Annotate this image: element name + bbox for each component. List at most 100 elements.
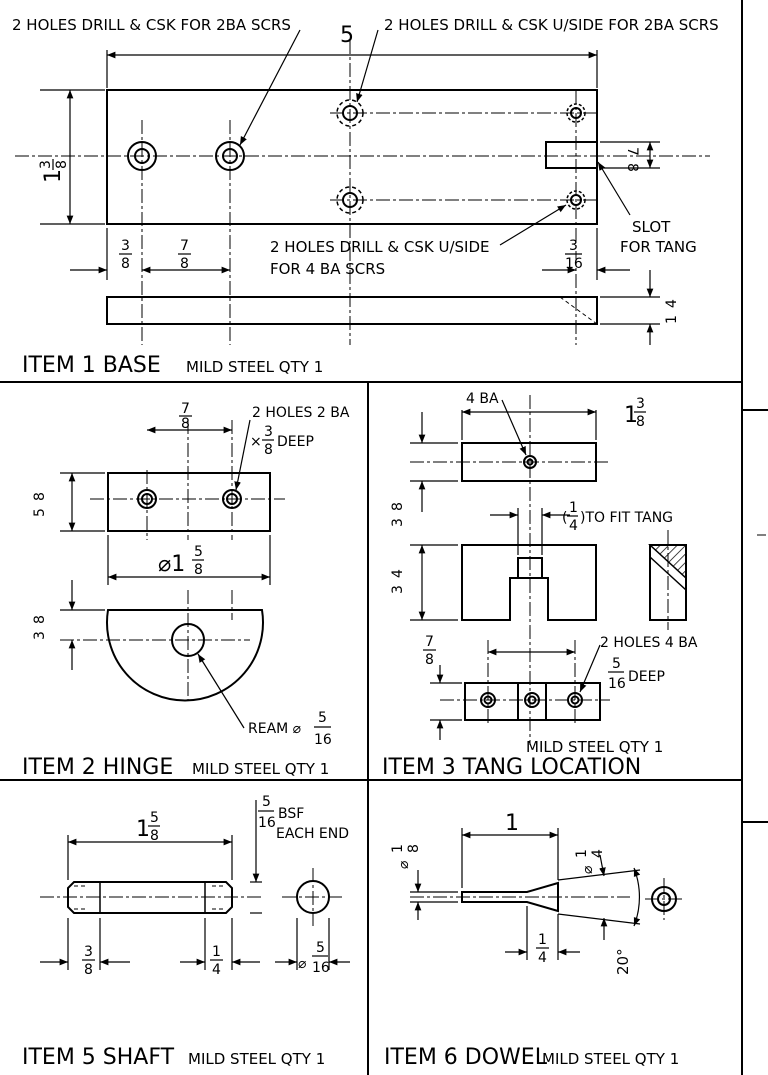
svg-text:5: 5 <box>318 710 327 726</box>
dim-length-1: 1 <box>505 811 519 836</box>
item3-title: ITEM 3 TANG LOCATION <box>382 755 641 780</box>
svg-text:⌀: ⌀ <box>298 956 307 972</box>
svg-text:8: 8 <box>180 256 189 272</box>
svg-text:3: 3 <box>390 585 406 594</box>
note-bsf: BSF <box>278 806 304 822</box>
svg-text:8: 8 <box>425 652 434 668</box>
svg-text:8: 8 <box>84 962 93 978</box>
svg-text:5: 5 <box>32 508 48 517</box>
item3-tang-location: 4 BA 1 3 8 3 8 ( 1 4 )TO FIT TANG 3 4 7 … <box>382 391 698 780</box>
dim-deep-3-8: 3 8 <box>262 424 274 458</box>
svg-text:1: 1 <box>212 944 221 960</box>
svg-text:3: 3 <box>636 396 645 412</box>
dim-deep-5-16: 5 16 <box>608 656 626 692</box>
note-deep: DEEP <box>628 669 665 685</box>
svg-text:1: 1 <box>624 403 638 428</box>
note-fit-tang: )TO FIT TANG <box>580 510 673 526</box>
item5-spec: MILD STEEL QTY 1 <box>188 1050 325 1068</box>
dim-diameter-1-8: ⌀ 1 8 <box>390 844 422 869</box>
item2-title: ITEM 2 HINGE <box>22 755 173 780</box>
svg-text:8: 8 <box>406 844 422 853</box>
svg-text:4: 4 <box>664 299 680 308</box>
svg-text:8: 8 <box>194 562 203 578</box>
svg-text:7: 7 <box>181 401 190 417</box>
svg-text:⌀: ⌀ <box>580 865 596 874</box>
dim-pitch-7-8: 7 8 <box>179 401 192 432</box>
svg-text:⌀: ⌀ <box>396 860 412 869</box>
svg-text:⌀1: ⌀1 <box>158 552 185 577</box>
shaft-outline <box>67 881 233 914</box>
svg-text:1: 1 <box>574 849 590 858</box>
svg-text:5: 5 <box>316 940 325 956</box>
svg-text:1: 1 <box>41 169 66 183</box>
dim-3-8: 3 8 <box>119 238 132 272</box>
svg-text:7: 7 <box>624 147 640 156</box>
svg-text:1: 1 <box>390 844 406 853</box>
item6-spec: MILD STEEL QTY 1 <box>542 1050 679 1068</box>
note-2ba-csk: 2 HOLES DRILL & CSK FOR 2BA SCRS <box>12 16 291 34</box>
dim-width-1-3-8: 1 3 8 <box>38 159 70 183</box>
svg-text:7: 7 <box>180 238 189 254</box>
svg-text:16: 16 <box>608 676 626 692</box>
slot-label-line1: SLOT <box>632 218 671 236</box>
svg-text:3: 3 <box>32 631 48 640</box>
csk-hole-icon <box>127 141 157 171</box>
dim-bsf-5-16: 5 16 <box>258 794 276 831</box>
item5-title: ITEM 5 SHAFT <box>22 1045 175 1070</box>
svg-text:1: 1 <box>664 315 680 324</box>
dim-offset-3-8: 3 8 <box>32 615 48 640</box>
dim-ream-5-16: 5 16 <box>314 710 332 748</box>
note-4ba-line2: FOR 4 BA SCRS <box>270 260 385 278</box>
item1-dimensions <box>40 50 660 345</box>
dim-diameter-5-16: ⌀ 5 16 <box>298 940 330 976</box>
dim-height-3-4: 3 4 <box>390 569 406 594</box>
svg-text:3: 3 <box>84 944 93 960</box>
dim-height-5-8: 5 8 <box>32 492 48 517</box>
dim-diameter-1-4: ⌀ 1 4 <box>574 849 606 874</box>
svg-text:8: 8 <box>624 163 640 172</box>
svg-text:16: 16 <box>565 256 583 272</box>
svg-text:1: 1 <box>136 817 150 842</box>
svg-text:8: 8 <box>32 615 48 624</box>
item2-hinge: 2 HOLES 2 BA × 3 8 DEEP 7 8 5 8 ⌀1 5 8 3… <box>22 401 350 780</box>
item1-geometry <box>106 89 598 325</box>
note-deep: DEEP <box>277 434 314 450</box>
hinge-side-outline <box>106 609 264 702</box>
item6-dowel: 1 ⌀ 1 8 ⌀ 1 4 1 4 20° ITEM 6 DOWEL MILD … <box>384 811 684 1070</box>
note-each-end: EACH END <box>276 826 349 842</box>
hinge-plan-outline <box>107 472 271 532</box>
times-sign: × <box>250 434 262 450</box>
svg-text:8: 8 <box>150 828 159 844</box>
svg-text:7: 7 <box>425 634 434 650</box>
item1-base: 5 2 HOLES DRILL & CSK FOR 2BA SCRS 2 HOL… <box>12 16 719 378</box>
item1-title: ITEM 1 BASE <box>22 353 161 378</box>
slot-for-tang <box>545 141 598 169</box>
csk-hole-underside-icon <box>336 99 364 127</box>
svg-text:20°: 20° <box>614 948 632 975</box>
tang-front-view <box>461 544 597 621</box>
note-2-holes-4ba: 2 HOLES 4 BA <box>600 635 698 651</box>
dim-taper-1-4: 1 4 <box>536 932 549 966</box>
small-hole-icon <box>566 103 586 123</box>
svg-text:16: 16 <box>258 815 276 831</box>
svg-text:8: 8 <box>636 414 645 430</box>
svg-text:8: 8 <box>181 416 190 432</box>
svg-text:4: 4 <box>569 518 578 534</box>
base-side-view <box>106 296 598 325</box>
slot-label-line2: FOR TANG <box>620 238 697 256</box>
dim-7-8: 7 8 <box>178 238 191 272</box>
dim-right-1-4: 1 4 <box>210 944 223 978</box>
dim-length-1-5-8: ⌀1 5 8 <box>158 544 204 578</box>
dim-top-3-8: 3 8 <box>390 502 406 527</box>
dim-left-3-8: 3 8 <box>82 944 95 978</box>
note-4ba-line1: 2 HOLES DRILL & CSK U/SIDE <box>270 238 489 256</box>
note-ream: REAM ⌀ <box>248 721 302 737</box>
dim-3-16: 3 16 <box>565 238 583 272</box>
item2-spec: MILD STEEL QTY 1 <box>192 760 329 778</box>
note-2ba-csk-underside: 2 HOLES DRILL & CSK U/SIDE FOR 2BA SCRS <box>384 16 719 34</box>
svg-text:4: 4 <box>390 569 406 578</box>
svg-text:8: 8 <box>390 502 406 511</box>
svg-text:4: 4 <box>538 950 547 966</box>
svg-text:16: 16 <box>312 960 330 976</box>
